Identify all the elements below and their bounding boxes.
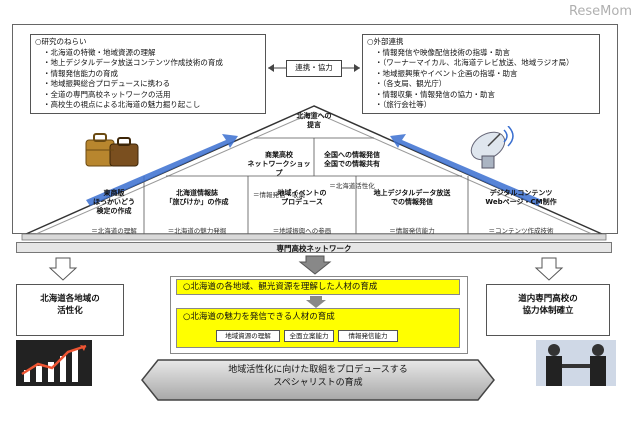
region-revitalization-box: 北海道各地域の 活性化 xyxy=(16,284,124,336)
region-line-1: 北海道各地域の xyxy=(40,294,100,304)
pyramid-cell: 東商版 ほっかいどう 検定の作成 ＝北海道の理解 xyxy=(86,180,142,245)
skill-tag: 地域資源の理解 xyxy=(216,330,280,342)
cell-title: 北海道情報誌 「旅びけか」の作成 xyxy=(165,189,229,206)
region-line-2: 活性化 xyxy=(57,306,83,316)
pyramid-cell: 地域イベントの プロデュース ＝地域振興への参画 xyxy=(252,180,352,245)
external-item: 情報発信や映像配信技術の指導・助言 xyxy=(375,48,595,59)
specialist-line-1: 地域活性化に向けた取組をプロデュースする xyxy=(228,365,408,375)
cell-sub: ＝北海道の理解 xyxy=(91,227,137,235)
cell-sub: ＝北海道の魅力発掘 xyxy=(167,227,227,235)
cell-sub: ＝地域振興への参画 xyxy=(272,227,332,235)
specialist-arrow-shape xyxy=(141,359,495,401)
pyramid-cell: 全国への情報発信 全国での情報共有 ＝北海道活性化 xyxy=(316,142,388,200)
pyramid-cell: 商業高校 ネットワークショップ ＝情報発信・収集 xyxy=(246,142,312,209)
cell-title: 地域イベントの プロデュース xyxy=(277,189,327,206)
external-cooperation-box: ○外部連携 情報発信や映像配信技術の指導・助言 （ワーナーマイカル、北海道テレビ… xyxy=(362,34,600,114)
cooperation-system-box: 道内専門高校の 協力体制確立 xyxy=(486,284,610,336)
aim-item: 地上デジタルデータ放送コンテンツ作成技術の育成 xyxy=(43,58,261,69)
external-item: 地域振興策やイベント企画の指導・助言 xyxy=(375,69,595,80)
cell-sub: ＝北海道活性化 xyxy=(329,182,375,190)
cell-title: 東商版 ほっかいどう 検定の作成 xyxy=(93,189,135,215)
external-heading: ○外部連携 xyxy=(367,37,404,46)
handshake-icon xyxy=(536,340,616,386)
skill-tag: 情報発信能力 xyxy=(338,330,398,342)
cell-title: 地上デジタルデータ放送 での情報発信 xyxy=(373,189,451,206)
coop-line-2: 協力体制確立 xyxy=(522,306,574,316)
external-item: 情報収集・情報発信の協力・助言 xyxy=(375,90,595,101)
talent-band-2-text: ○北海道の魅力を発信できる人材の育成 xyxy=(183,312,335,322)
skill-tag: 全面立案能力 xyxy=(284,330,334,342)
cell-title: 全国への情報発信 全国での情報共有 xyxy=(324,151,380,168)
aim-item: 高校生の視点による北海道の魅力掘り起こし xyxy=(43,100,261,111)
satellite-dish-icon xyxy=(470,126,514,169)
talent-band-2: ○北海道の魅力を発信できる人材の育成 xyxy=(176,308,460,348)
coop-line-1: 道内専門高校の xyxy=(518,294,578,304)
research-aims-box: ○研究のねらい 北海道の特徴・地域資源の理解 地上デジタルデータ放送コンテンツ作… xyxy=(30,34,266,114)
specialist-text: 地域活性化に向けた取組をプロデュースする スペシャリストの育成 xyxy=(160,364,476,390)
cell-sub: ＝情報発信・収集 xyxy=(253,191,305,199)
external-item: （旅行会社等） xyxy=(375,100,595,111)
down-arrows xyxy=(48,255,564,281)
apex-cell: 北海道への 提言 xyxy=(286,112,342,130)
research-aims-heading: ○研究のねらい xyxy=(35,37,87,46)
luggage-icon xyxy=(85,133,139,167)
aim-item: 全道の専門高校ネットワークの活用 xyxy=(43,90,261,101)
cell-sub: ＝情報発信能力 xyxy=(389,227,435,235)
pyramid-cell: デジタルコンテンツ Webページ・CM制作 ＝コンテンツ作成技術 xyxy=(470,180,572,245)
external-item: （ワーナーマイカル、北海道テレビ放送、地域ラジオ局） xyxy=(375,58,595,69)
cell-sub: ＝コンテンツ作成技術 xyxy=(488,227,554,235)
apex-line-1: 北海道への xyxy=(296,112,332,120)
small-down-arrow xyxy=(306,296,326,308)
pyramid-graphic xyxy=(21,105,607,241)
cell-title: 商業高校 ネットワークショップ xyxy=(247,151,311,177)
aim-item: 情報発信能力の育成 xyxy=(43,69,261,80)
growth-chart-icon xyxy=(16,340,92,386)
aim-item: 地域振興総合プロデュースに携わる xyxy=(43,79,261,90)
aim-item: 北海道の特徴・地域資源の理解 xyxy=(43,48,261,59)
specialist-line-2: スペシャリストの育成 xyxy=(273,378,363,388)
apex-line-2: 提言 xyxy=(307,121,321,129)
external-item: （各支局、観光庁） xyxy=(375,79,595,90)
pyramid-cell: 北海道情報誌 「旅びけか」の作成 ＝北海道の魅力発掘 xyxy=(148,180,246,245)
cooperation-label: 連携・協力 xyxy=(286,60,342,77)
talent-band-1: ○北海道の各地域、観光資源を理解した人材の育成 xyxy=(176,279,460,295)
cell-title: デジタルコンテンツ Webページ・CM制作 xyxy=(485,189,557,206)
resemom-logo: ReseMom xyxy=(568,4,632,19)
pyramid-cell: 地上デジタルデータ放送 での情報発信 ＝情報発信能力 xyxy=(358,180,466,245)
school-network-bar: 専門高校ネットワーク xyxy=(16,242,612,253)
